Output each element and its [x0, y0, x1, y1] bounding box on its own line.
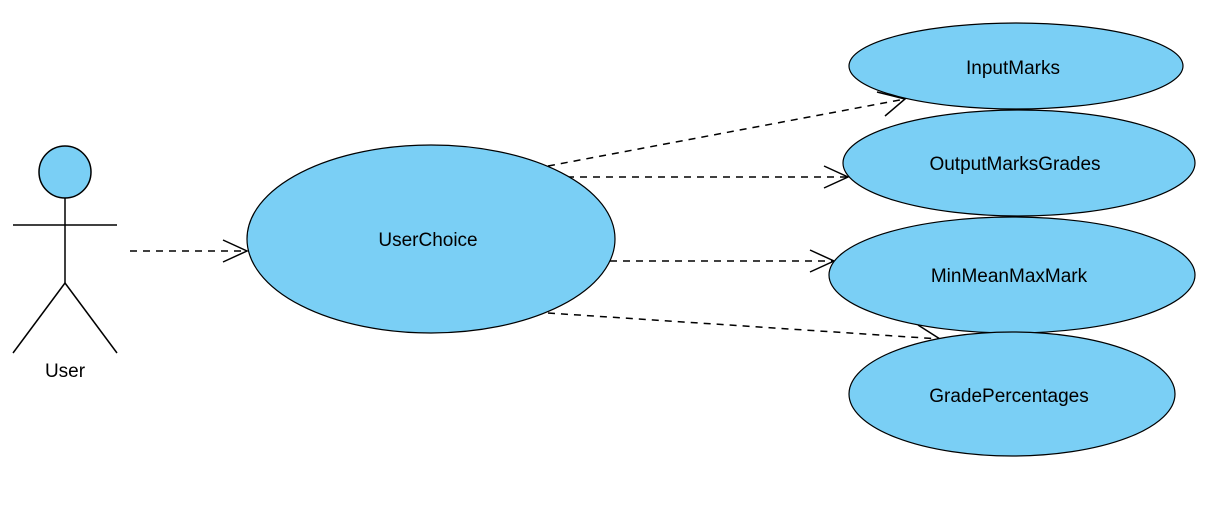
open-arrowhead [823, 165, 850, 189]
dependency-line [547, 312, 941, 340]
use-case-ellipse [848, 22, 1184, 110]
use-case-gradepercentages[interactable]: GradePercentages [848, 331, 1176, 457]
use-case-label: GradePercentages [929, 386, 1089, 407]
use-case-label: InputMarks [966, 58, 1060, 79]
dependency-userchoice-to-outputmarksgrades [567, 165, 850, 189]
actor-right-leg [64, 282, 118, 354]
dependency-user-to-userchoice [130, 239, 249, 263]
use-case-ellipse [246, 144, 616, 334]
use-case-label: MinMeanMaxMark [931, 266, 1088, 287]
open-arrowhead [876, 91, 907, 117]
dependency-userchoice-to-gradepercentages [547, 312, 942, 350]
use-case-outputmarksgrades[interactable]: OutputMarksGrades [842, 109, 1196, 217]
actor-left-leg [12, 282, 66, 354]
actor-user[interactable]: User [12, 145, 118, 382]
dependency-userchoice-to-inputmarks [547, 91, 907, 167]
use-case-minmeanmaxmark[interactable]: MinMeanMaxMark [828, 216, 1196, 334]
actor-label: User [45, 361, 86, 382]
use-case-ellipse [848, 331, 1176, 457]
use-case-inputmarks[interactable]: InputMarks [848, 22, 1184, 110]
use-case-label: UserChoice [378, 230, 477, 251]
actor-head [38, 145, 92, 199]
use-case-userchoice[interactable]: UserChoice [246, 144, 616, 334]
open-arrowhead [222, 239, 249, 263]
dependency-line [547, 98, 906, 167]
use-case-ellipse [842, 109, 1196, 217]
use-case-label: OutputMarksGrades [929, 154, 1100, 175]
dependency-userchoice-to-minmeanmaxmark [610, 249, 836, 273]
